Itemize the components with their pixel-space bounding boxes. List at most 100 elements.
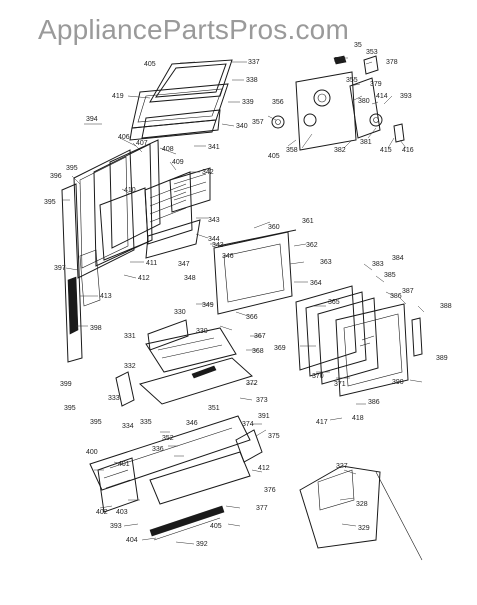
- part-label: 354: [334, 57, 346, 64]
- part-label: 384: [392, 255, 404, 262]
- part-label: 371: [334, 381, 346, 388]
- part-label: 418: [352, 415, 364, 422]
- part-label: 389: [436, 355, 448, 362]
- side-panel: [299, 465, 423, 561]
- part-label: 356: [272, 99, 284, 106]
- part-label: 414: [376, 93, 388, 100]
- part-label: 412: [138, 275, 150, 282]
- part-label: 330: [174, 309, 186, 316]
- part-label: 365: [328, 299, 340, 306]
- part-label: 339: [242, 99, 254, 106]
- part-label: 330: [196, 328, 208, 335]
- part-label: 380: [358, 98, 370, 105]
- part-label: 369: [274, 345, 286, 352]
- part-label: 395: [64, 405, 76, 412]
- part-label: 360: [268, 224, 280, 231]
- part-label: 381: [360, 139, 372, 146]
- part-label: 332: [124, 363, 136, 370]
- part-label: 370: [312, 373, 324, 380]
- part-label: 347: [178, 261, 190, 268]
- part-label: 355: [346, 77, 358, 84]
- part-label: 383: [372, 261, 384, 268]
- part-label: 331: [124, 333, 136, 340]
- part-label: 363: [320, 259, 332, 266]
- part-label: 377: [256, 505, 268, 512]
- oven-liner-assembly: [61, 139, 211, 363]
- part-label: 404: [126, 537, 138, 544]
- part-label: 385: [384, 272, 396, 279]
- part-label: 417: [316, 419, 328, 426]
- part-label: 393: [110, 523, 122, 530]
- broiler-pan-assembly: [129, 59, 233, 141]
- part-label: 343: [212, 242, 224, 249]
- part-label: 405: [210, 523, 222, 530]
- part-label: 386: [368, 399, 380, 406]
- part-label: 35: [354, 42, 362, 49]
- part-label: 390: [392, 379, 404, 386]
- part-label: 349: [202, 302, 214, 309]
- part-label: 382: [334, 147, 346, 154]
- part-label: 393: [400, 93, 412, 100]
- part-label: 352: [162, 435, 174, 442]
- part-label: 409: [172, 159, 184, 166]
- part-label: 388: [440, 303, 452, 310]
- watermark-text: AppliancePartsPros.com: [38, 14, 349, 45]
- part-label: 337: [248, 59, 260, 66]
- part-label: 398: [90, 325, 102, 332]
- part-label: 401: [118, 461, 130, 468]
- part-label: 378: [386, 59, 398, 66]
- part-label: 343: [208, 217, 220, 224]
- part-label: 375: [268, 433, 280, 440]
- part-label: 416: [402, 147, 414, 154]
- part-label: 397: [54, 265, 66, 272]
- part-label: 395: [90, 419, 102, 426]
- part-labels: 405 337 419 338 339 340 394 341 406 407 …: [44, 42, 452, 548]
- part-label: 335: [140, 419, 152, 426]
- part-label: 406: [118, 134, 130, 141]
- part-label: 364: [310, 280, 322, 287]
- part-label: 353: [366, 49, 378, 56]
- part-label: 362: [306, 242, 318, 249]
- part-label: 333: [108, 395, 120, 402]
- part-label: 346: [186, 420, 198, 427]
- oven-door-panels: [295, 285, 423, 397]
- part-label: 405: [268, 153, 280, 160]
- part-label: 400: [86, 449, 98, 456]
- part-label: 338: [246, 77, 258, 84]
- part-label: 372: [246, 380, 258, 387]
- part-label: 351: [208, 405, 220, 412]
- part-label: 399: [60, 381, 72, 388]
- part-label: 396: [50, 173, 62, 180]
- part-label: 407: [136, 140, 148, 147]
- part-label: 394: [86, 116, 98, 123]
- part-label: 342: [202, 169, 214, 176]
- part-label: 374: [242, 421, 254, 428]
- part-label: 368: [252, 348, 264, 355]
- part-label: 358: [286, 147, 298, 154]
- part-label: 391: [258, 413, 270, 420]
- part-label: 344: [208, 236, 220, 243]
- part-label: 392: [196, 541, 208, 548]
- part-label: 403: [116, 509, 128, 516]
- control-components: [271, 55, 405, 151]
- part-label: 415: [380, 147, 392, 154]
- part-label: 340: [236, 123, 248, 130]
- burner-assembly: [89, 415, 263, 541]
- part-label: 341: [208, 144, 220, 151]
- part-label: 361: [302, 218, 314, 225]
- part-label: 412: [258, 465, 270, 472]
- part-label: 402: [96, 509, 108, 516]
- part-label: 357: [252, 119, 264, 126]
- part-label: 329: [358, 525, 370, 532]
- part-label: 395: [66, 165, 78, 172]
- part-label: 405: [144, 61, 156, 68]
- part-label: 413: [100, 293, 112, 300]
- part-label: 395: [44, 199, 56, 206]
- part-label: 387: [402, 288, 414, 295]
- part-label: 386: [390, 293, 402, 300]
- oven-door-frame: [213, 229, 297, 315]
- part-label: 367: [254, 333, 266, 340]
- part-label: 410: [124, 187, 136, 194]
